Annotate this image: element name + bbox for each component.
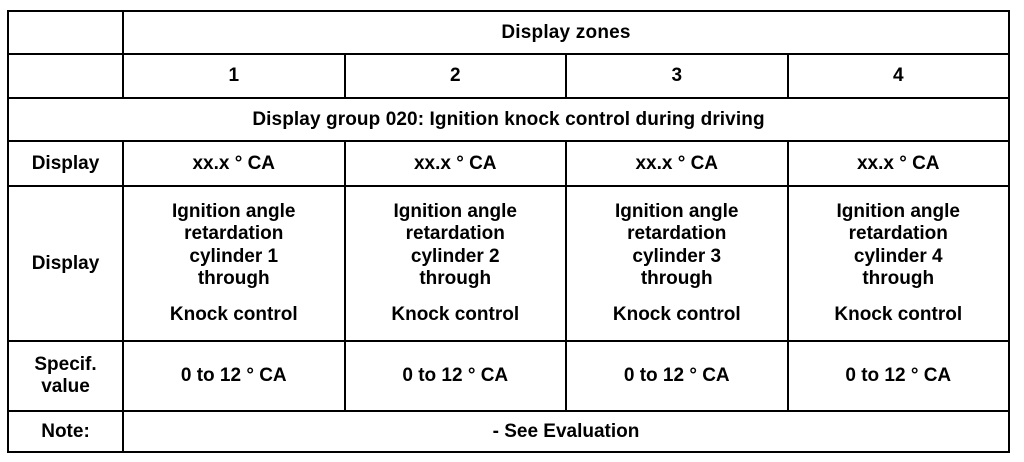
display-description-zone-1: Ignition angle retardation cylinder 1 th… bbox=[122, 185, 346, 342]
specified-value-zone-2: 0 to 12 ° CA bbox=[343, 340, 567, 412]
display-group-table: Display zones 1 2 3 4 Display group 020:… bbox=[7, 10, 1010, 453]
desc-line-1-zone-2: Ignition angle bbox=[393, 200, 518, 222]
display-value-zone-1: xx.x ° CA bbox=[122, 140, 346, 187]
desc-line-3-zone-1: cylinder 1 bbox=[189, 245, 279, 267]
table-row-display-description: Display Ignition angle retardation cylin… bbox=[7, 185, 1010, 342]
specified-value-zone-1: 0 to 12 ° CA bbox=[122, 340, 346, 412]
corner-cell-empty bbox=[7, 10, 124, 55]
desc-line-5-zone-1: Knock control bbox=[169, 304, 298, 326]
desc-line-5-zone-3: Knock control bbox=[612, 304, 741, 326]
table-row-specified-value: Specif. value 0 to 12 ° CA 0 to 12 ° CA … bbox=[7, 340, 1010, 412]
display-description-zone-2: Ignition angle retardation cylinder 2 th… bbox=[343, 185, 567, 342]
zone-number-4: 4 bbox=[786, 53, 1010, 99]
desc-line-4-zone-2: through bbox=[419, 267, 492, 289]
table-row-group-title: Display group 020: Ignition knock contro… bbox=[7, 97, 1010, 142]
display-description-zone-3: Ignition angle retardation cylinder 3 th… bbox=[565, 185, 789, 342]
desc-spacer-zone-2 bbox=[346, 290, 566, 304]
desc-spacer-zone-3 bbox=[567, 290, 787, 304]
desc-line-5-zone-2: Knock control bbox=[391, 304, 520, 326]
desc-line-1-zone-1: Ignition angle bbox=[172, 200, 296, 222]
desc-spacer-zone-1 bbox=[124, 290, 344, 304]
display-zones-header: Display zones bbox=[122, 10, 1010, 55]
table-row-display-value: Display xx.x ° CA xx.x ° CA xx.x ° CA xx… bbox=[7, 140, 1010, 187]
desc-line-2-zone-4: retardation bbox=[848, 223, 948, 245]
specif-label-line-2: value bbox=[41, 376, 90, 397]
table-row-note: Note: - See Evaluation bbox=[7, 410, 1010, 453]
zone-number-2: 2 bbox=[343, 53, 567, 99]
display-group-title: Display group 020: Ignition knock contro… bbox=[7, 97, 1010, 142]
desc-line-3-zone-2: cylinder 2 bbox=[410, 245, 500, 267]
spec-table-container: Display zones 1 2 3 4 Display group 020:… bbox=[7, 10, 1010, 453]
desc-line-4-zone-1: through bbox=[197, 267, 270, 289]
desc-line-1-zone-3: Ignition angle bbox=[615, 200, 739, 222]
zone-numbers-label-empty bbox=[7, 53, 124, 99]
specified-value-zone-3: 0 to 12 ° CA bbox=[565, 340, 789, 412]
zone-number-1: 1 bbox=[122, 53, 346, 99]
desc-line-4-zone-3: through bbox=[640, 267, 713, 289]
row-label-specified-value: Specif. value bbox=[7, 340, 124, 412]
specified-value-zone-4: 0 to 12 ° CA bbox=[786, 340, 1010, 412]
table-row-zone-numbers: 1 2 3 4 bbox=[7, 53, 1010, 99]
desc-line-1-zone-4: Ignition angle bbox=[836, 200, 961, 222]
specif-label-line-1: Specif. bbox=[34, 354, 97, 376]
row-label-note: Note: bbox=[7, 410, 124, 453]
desc-line-3-zone-4: cylinder 4 bbox=[853, 245, 943, 267]
desc-line-3-zone-3: cylinder 3 bbox=[632, 245, 722, 267]
desc-line-4-zone-4: through bbox=[862, 267, 935, 289]
row-label-display-description: Display bbox=[7, 185, 124, 342]
display-description-zone-4: Ignition angle retardation cylinder 4 th… bbox=[786, 185, 1010, 342]
desc-line-2-zone-2: retardation bbox=[405, 223, 505, 245]
note-value: - See Evaluation bbox=[122, 410, 1010, 453]
desc-spacer-zone-4 bbox=[789, 290, 1009, 304]
display-value-zone-2: xx.x ° CA bbox=[343, 140, 567, 187]
display-value-zone-4: xx.x ° CA bbox=[786, 140, 1010, 187]
desc-line-2-zone-3: retardation bbox=[627, 223, 727, 245]
row-label-display-value: Display bbox=[7, 140, 124, 187]
zone-number-3: 3 bbox=[565, 53, 789, 99]
display-value-zone-3: xx.x ° CA bbox=[565, 140, 789, 187]
desc-line-2-zone-1: retardation bbox=[184, 223, 284, 245]
table-row-zones-header: Display zones bbox=[7, 10, 1010, 55]
desc-line-5-zone-4: Knock control bbox=[834, 304, 963, 326]
